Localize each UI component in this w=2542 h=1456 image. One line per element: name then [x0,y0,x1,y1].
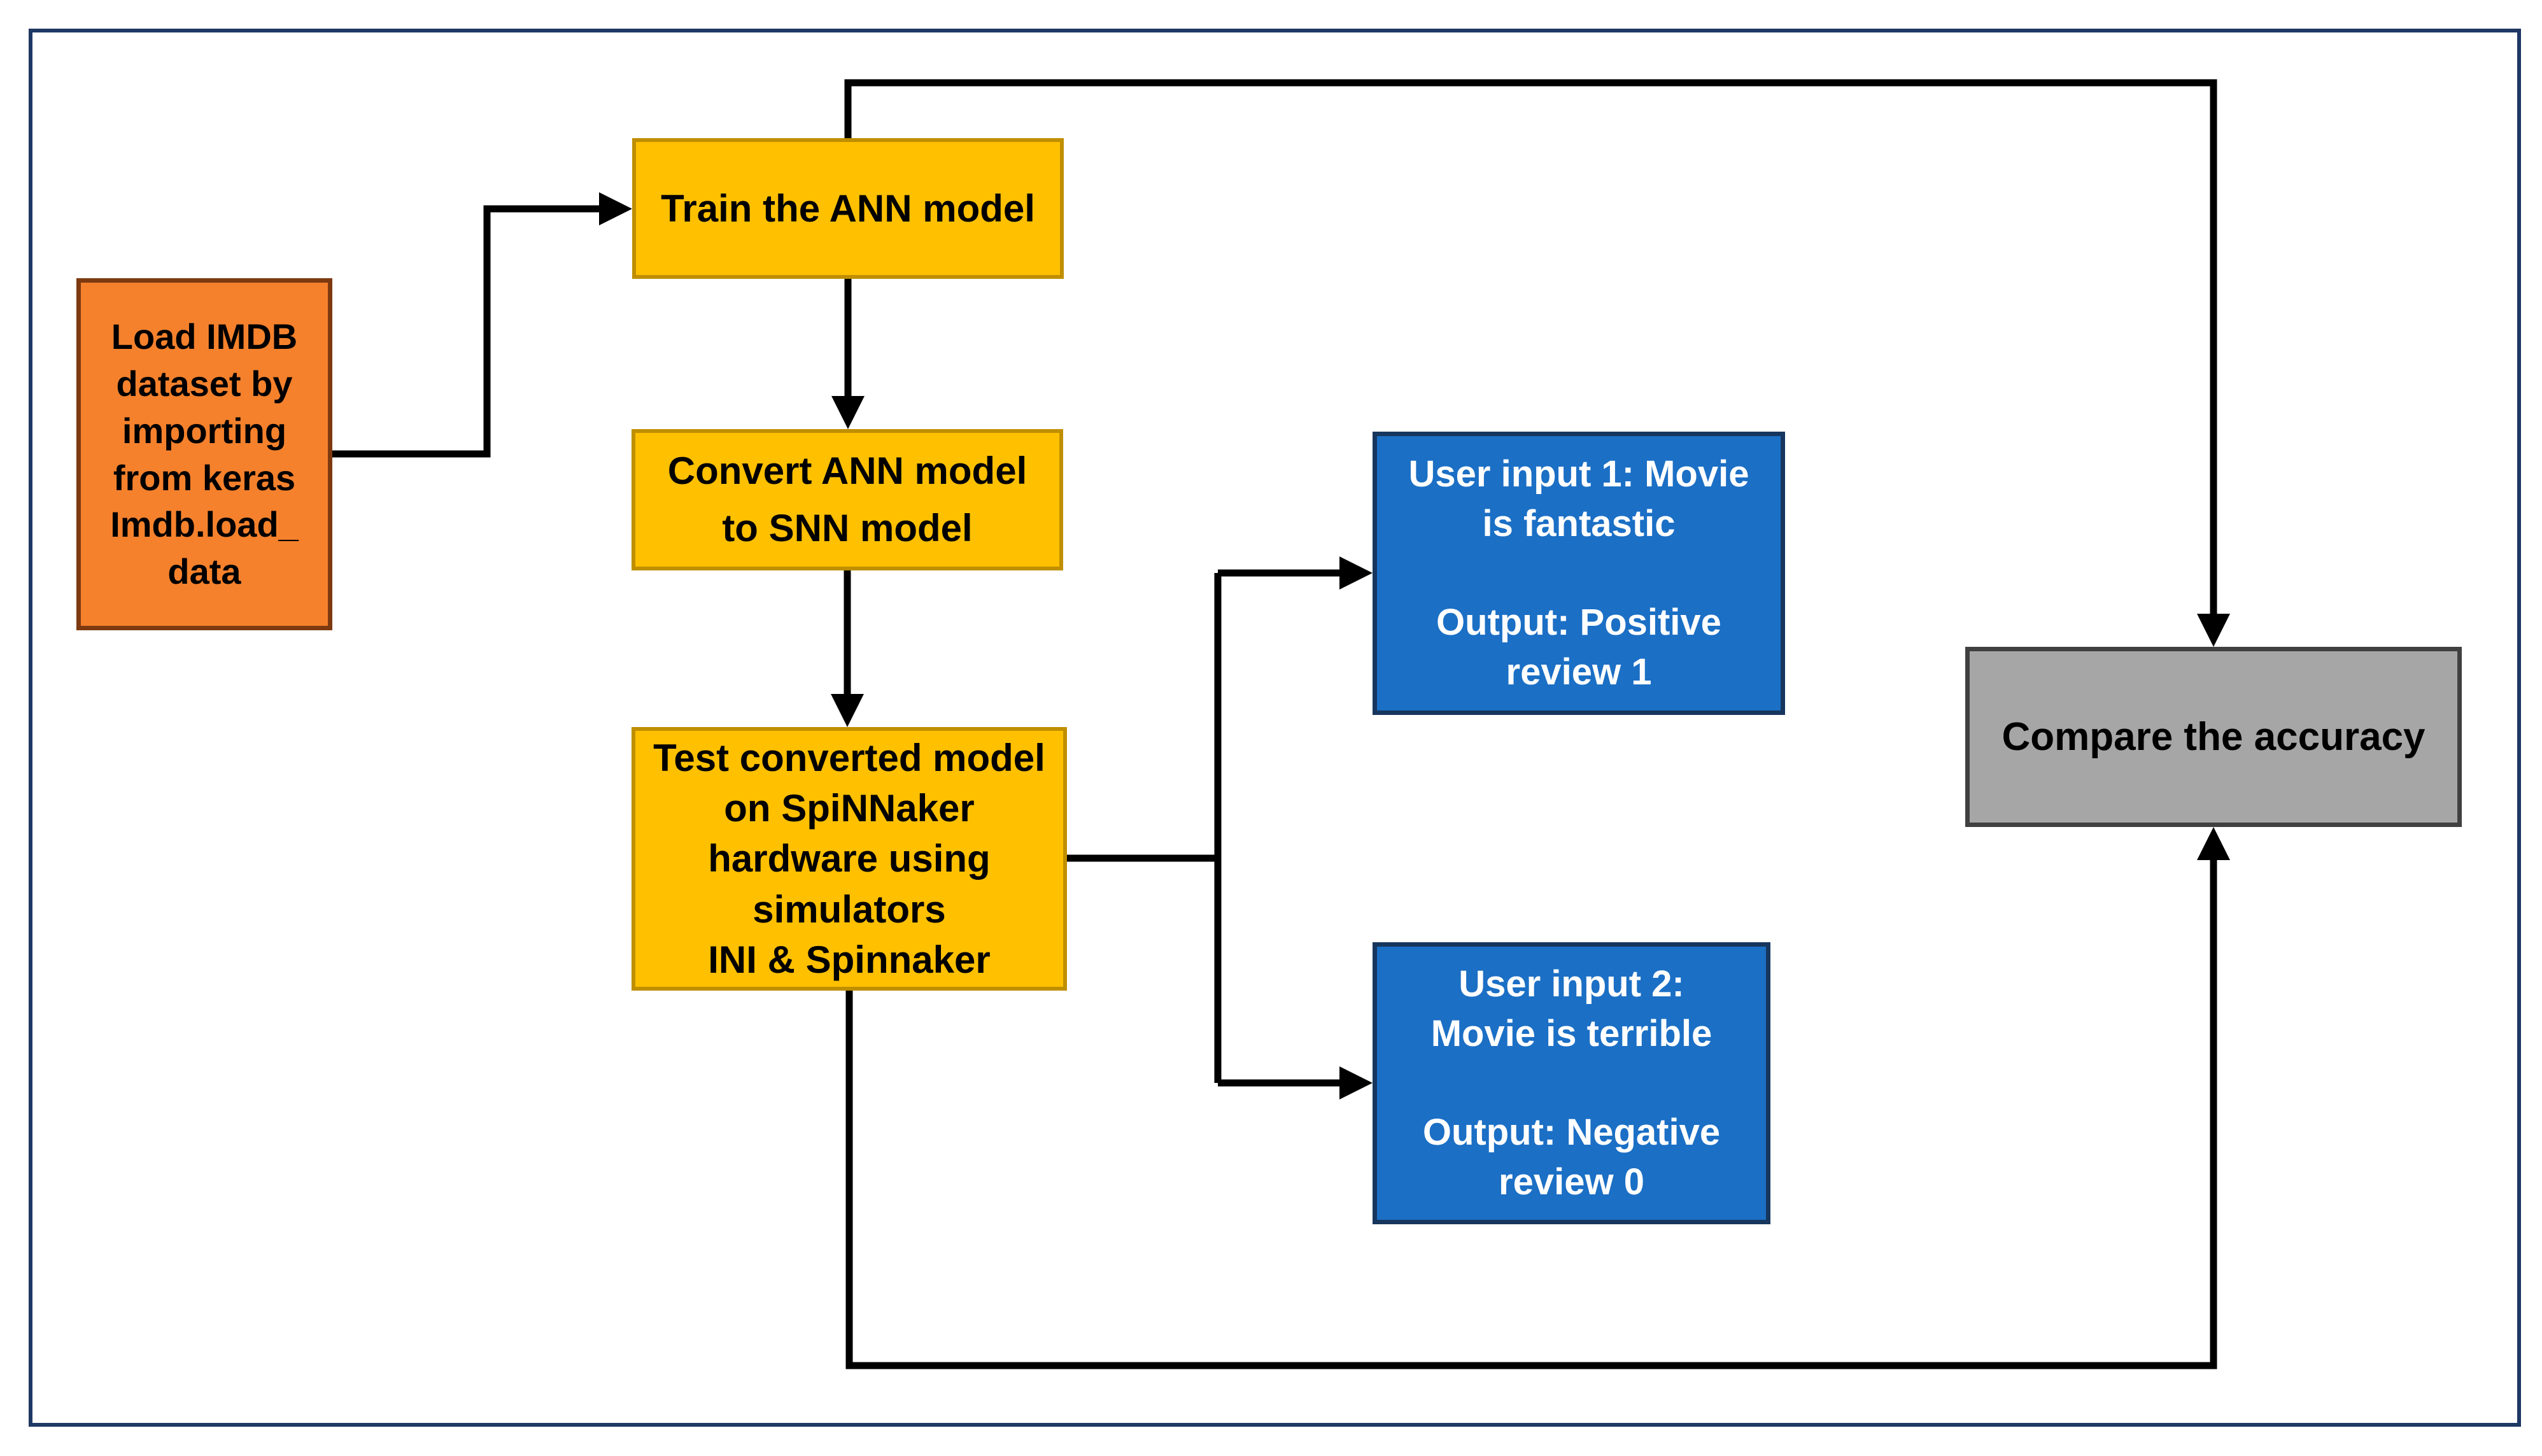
node-user-input-1-label: User input 1: Movie is fantastic Output:… [1408,453,1749,693]
node-compare-accuracy-label: Compare the accuracy [2002,714,2425,759]
connector-test-to-user-inputs [1065,556,1373,1099]
arrowhead-right-icon [1339,1066,1373,1099]
arrowhead-right-icon [599,192,632,225]
node-test-on-spinnaker: Test converted model on SpiNNaker hardwa… [632,727,1067,991]
connector-test-to-compare [845,827,2230,1369]
arrowhead-down-icon [831,694,864,727]
arrowhead-down-icon [831,396,865,429]
node-train-ann-model: Train the ANN model [632,138,1064,279]
node-convert-ann-to-snn: Convert ANN model to SNN model [632,429,1063,570]
node-train-ann-label: Train the ANN model [661,187,1035,230]
connector-train-to-compare [844,79,2230,647]
arrowhead-up-icon [2197,827,2230,860]
connector-train-to-convert [831,277,865,429]
node-load-imdb-dataset: Load IMDB dataset by importing from kera… [76,278,332,630]
node-convert-snn-label: Convert ANN model to SNN model [667,449,1027,549]
connector-load-to-train [328,192,632,458]
node-test-spinnaker-label: Test converted model on SpiNNaker hardwa… [653,737,1045,981]
node-user-input-2-label: User input 2: Movie is terrible Output: … [1422,963,1721,1203]
node-user-input-1: User input 1: Movie is fantastic Output:… [1373,432,1785,715]
connector-convert-to-test [831,569,864,727]
node-user-input-2: User input 2: Movie is terrible Output: … [1373,942,1770,1224]
arrowhead-down-icon [2197,614,2230,647]
arrowhead-right-icon [1339,556,1373,590]
node-compare-accuracy: Compare the accuracy [1965,647,2462,827]
outer-frame [29,29,2521,1427]
node-load-imdb-label: Load IMDB dataset by importing from kera… [110,316,299,592]
